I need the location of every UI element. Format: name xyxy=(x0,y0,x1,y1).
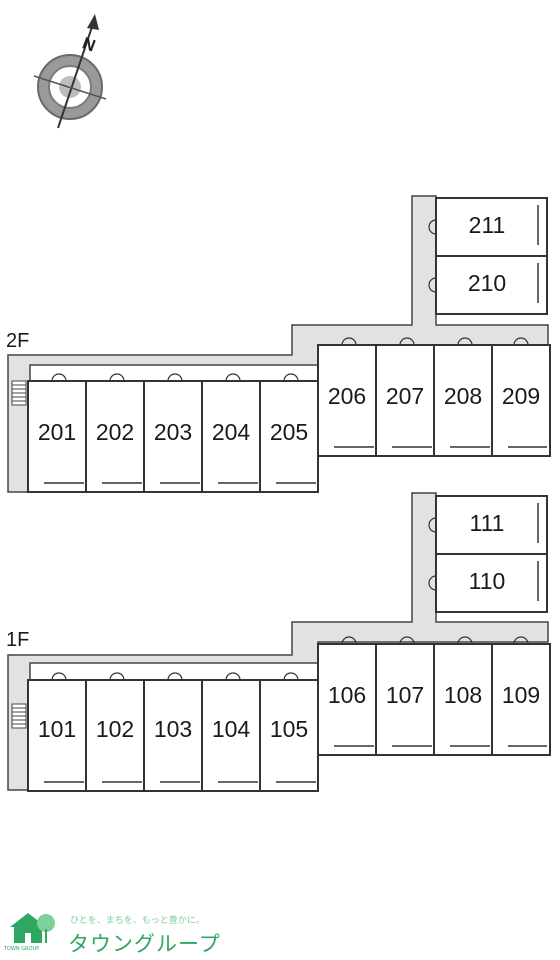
room-label: 105 xyxy=(270,716,308,742)
room-label: 208 xyxy=(444,383,482,409)
room-label: 102 xyxy=(96,716,134,742)
room-209: 209 xyxy=(491,337,551,457)
room-205: 205 xyxy=(259,373,319,493)
staircase-1f xyxy=(11,703,27,729)
room-103: 103 xyxy=(143,672,203,792)
room-108: 108 xyxy=(433,636,493,756)
room-110: 110 xyxy=(428,553,548,613)
room-label: 202 xyxy=(96,419,134,445)
floor-label-2f: 2F xyxy=(6,330,29,352)
floor-label-1f: 1F xyxy=(6,629,29,651)
compass-north-label: N xyxy=(80,33,98,55)
room-label: 201 xyxy=(38,419,76,445)
room-210: 210 xyxy=(428,255,548,315)
room-label: 209 xyxy=(502,383,540,409)
room-204: 204 xyxy=(201,373,261,493)
room-label: 203 xyxy=(154,419,192,445)
town-group-logo: TOWN GROUP ひとを、まちを、もっと豊かに。 タウングループ xyxy=(0,905,300,960)
room-208: 208 xyxy=(433,337,493,457)
room-label: 210 xyxy=(468,270,506,296)
room-207: 207 xyxy=(375,337,435,457)
room-label: 111 xyxy=(470,510,505,536)
room-label: 107 xyxy=(386,682,424,708)
room-label: 108 xyxy=(444,682,482,708)
brand-english-name: TOWN GROUP xyxy=(4,946,40,952)
room-label: 101 xyxy=(38,716,76,742)
room-label: 207 xyxy=(386,383,424,409)
room-111: 111 xyxy=(428,495,548,555)
room-label: 104 xyxy=(212,716,251,742)
room-206: 206 xyxy=(317,337,377,457)
room-105: 105 xyxy=(259,672,319,792)
room-107: 107 xyxy=(375,636,435,756)
brand-name: タウングループ xyxy=(68,932,221,956)
staircase-2f xyxy=(11,380,27,406)
room-label: 206 xyxy=(328,383,366,409)
room-102: 102 xyxy=(85,672,145,792)
brand-tagline: ひとを、まちを、もっと豊かに。 xyxy=(70,916,205,926)
floor-2f: 2F 201 202 203 xyxy=(6,195,551,493)
room-label: 106 xyxy=(328,682,366,708)
room-104: 104 xyxy=(201,672,261,792)
room-106: 106 xyxy=(317,636,377,756)
room-201: 201 xyxy=(27,373,87,493)
room-label: 205 xyxy=(270,419,308,445)
room-label: 211 xyxy=(469,212,506,238)
room-label: 204 xyxy=(212,419,251,445)
north-arrow-compass-icon: N xyxy=(33,14,107,129)
floor-1f: 1F 101 102 103 xyxy=(6,492,551,792)
room-label: 103 xyxy=(154,716,192,742)
room-211: 211 xyxy=(428,197,548,257)
room-202: 202 xyxy=(85,373,145,493)
room-203: 203 xyxy=(143,373,203,493)
house-tree-logo-icon xyxy=(4,911,56,943)
room-label: 110 xyxy=(469,568,506,594)
room-label: 109 xyxy=(502,682,540,708)
room-109: 109 xyxy=(491,636,551,756)
room-101: 101 xyxy=(27,672,87,792)
